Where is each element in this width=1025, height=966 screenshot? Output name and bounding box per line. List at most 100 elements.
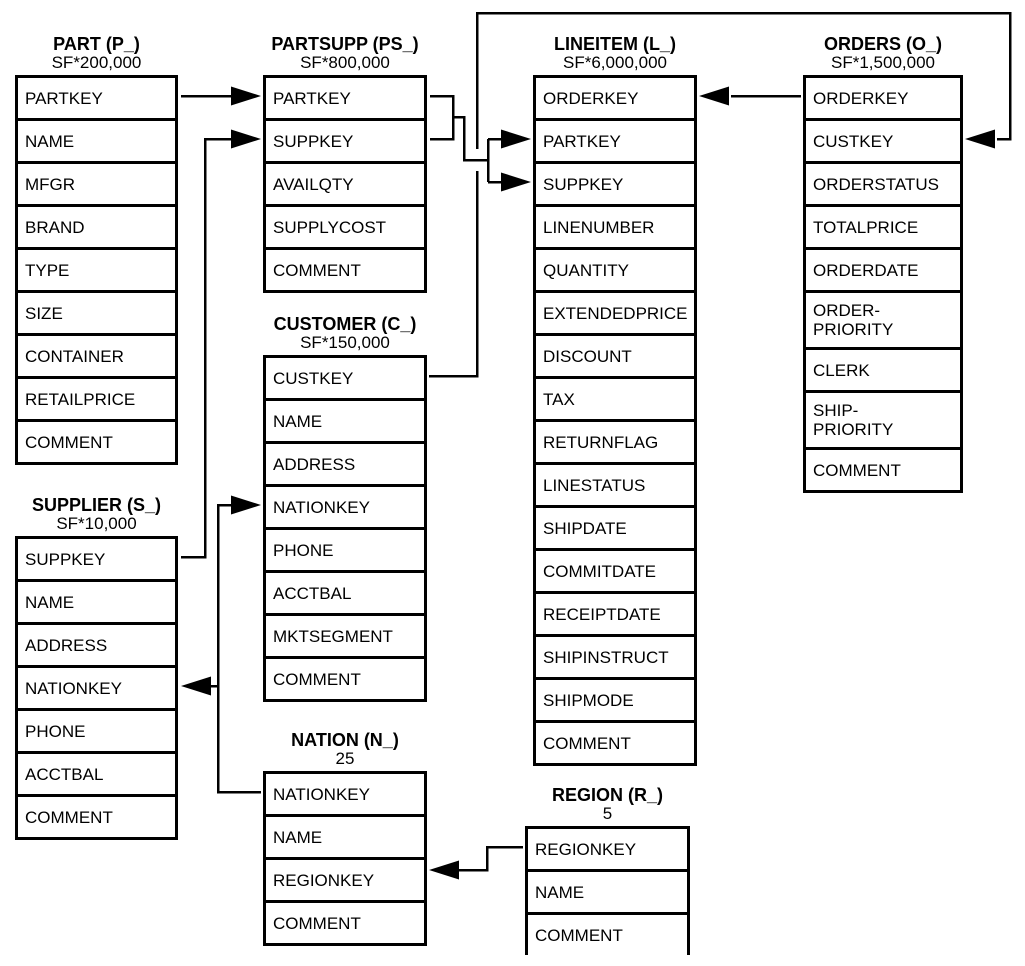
field-label: SUPPKEY xyxy=(273,131,354,151)
field-label: TOTALPRICE xyxy=(813,217,919,237)
table-title: CUSTOMER (C_) xyxy=(273,314,417,334)
field-label: QUANTITY xyxy=(543,260,629,280)
field-label: NAME xyxy=(25,592,75,612)
table-cardinality: SF*150,000 xyxy=(300,333,390,352)
field-row: TOTALPRICE xyxy=(806,204,960,247)
field-label: ADDRESS xyxy=(273,454,356,474)
field-row: NAME xyxy=(18,579,175,622)
field-row: PHONE xyxy=(266,527,424,570)
field-row: RETAILPRICE xyxy=(18,376,175,419)
field-row: COMMENT xyxy=(266,247,424,290)
table-cardinality: SF*800,000 xyxy=(300,53,390,72)
field-label: MKTSEGMENT xyxy=(273,626,393,646)
field-row: ADDRESS xyxy=(18,622,175,665)
field-row: NAME xyxy=(528,869,687,912)
table-cardinality: 25 xyxy=(335,749,355,768)
field-label: SUPPKEY xyxy=(543,174,624,194)
field-row: COMMITDATE xyxy=(536,548,694,591)
field-row: ACCTBAL xyxy=(266,570,424,613)
fk-orders-orderkey-to-lineitem xyxy=(699,86,801,106)
field-row: COMMENT xyxy=(18,794,175,837)
field-row: ORDERKEY xyxy=(806,78,960,118)
field-row: DISCOUNT xyxy=(536,333,694,376)
field-row: CLERK xyxy=(806,347,960,390)
field-label: PARTKEY xyxy=(25,88,103,108)
field-row: RETURNFLAG xyxy=(536,419,694,462)
field-row: ACCTBAL xyxy=(18,751,175,794)
field-row: SIZE xyxy=(18,290,175,333)
field-label: CUSTKEY xyxy=(273,368,354,388)
field-row: TYPE xyxy=(18,247,175,290)
field-row: ORDERKEY xyxy=(536,78,694,118)
field-label: RETAILPRICE xyxy=(25,389,136,409)
table-title: PARTSUPP (PS_) xyxy=(271,34,419,54)
field-label: COMMENT xyxy=(273,913,361,933)
field-row: SHIPDATE xyxy=(536,505,694,548)
field-label: COMMENT xyxy=(273,260,361,280)
field-row: SUPPLYCOST xyxy=(266,204,424,247)
field-row: SHIPMODE xyxy=(536,677,694,720)
field-label: CONTAINER xyxy=(25,346,124,366)
arrowhead-icon xyxy=(699,86,729,106)
field-row: ORDERDATE xyxy=(806,247,960,290)
field-row: ADDRESS xyxy=(266,441,424,484)
field-label: ORDERDATE xyxy=(813,260,919,280)
field-label: PHONE xyxy=(273,540,334,560)
field-label: CLERK xyxy=(813,360,870,380)
table-title: SUPPLIER (S_) xyxy=(31,495,162,515)
field-row: COMMENT xyxy=(528,912,687,955)
field-row: EXTENDEDPRICE xyxy=(536,290,694,333)
field-label: ORDERSTATUS xyxy=(813,174,939,194)
field-label: SHIPINSTRUCT xyxy=(543,647,669,667)
fk-partsupp-to-lineitem xyxy=(430,94,531,192)
field-label: COMMITDATE xyxy=(543,561,657,581)
field-row: PARTKEY xyxy=(266,78,424,118)
field-label: NATIONKEY xyxy=(273,784,370,804)
field-label: COMMENT xyxy=(25,807,113,827)
field-label: NAME xyxy=(273,827,323,847)
table-title: ORDERS (O_) xyxy=(823,34,942,54)
field-label: LINENUMBER xyxy=(543,217,655,237)
field-row: COMMENT xyxy=(266,900,424,943)
table-cardinality: SF*10,000 xyxy=(56,514,137,533)
field-row: ORDERSTATUS xyxy=(806,161,960,204)
field-row: TAX xyxy=(536,376,694,419)
field-row: PARTKEY xyxy=(18,78,175,118)
field-label: SIZE xyxy=(25,303,63,323)
field-row: NATIONKEY xyxy=(266,774,424,814)
field-row: COMMENT xyxy=(806,447,960,490)
field-row: NAME xyxy=(18,118,175,161)
field-label: NAME xyxy=(25,131,75,151)
field-label: RETURNFLAG xyxy=(543,432,659,452)
field-label: SUPPKEY xyxy=(25,549,106,569)
field-label: LINESTATUS xyxy=(543,475,646,495)
arrowhead-icon xyxy=(429,860,459,880)
field-label: COMMENT xyxy=(543,733,631,753)
table-cardinality: SF*1,500,000 xyxy=(831,53,935,72)
table-box: NATIONKEY NAME REGIONKEY COMMENT xyxy=(263,771,427,946)
table-title: LINEITEM (L_) xyxy=(554,34,676,54)
field-row: CUSTKEY xyxy=(806,118,960,161)
field-label: MFGR xyxy=(25,174,76,194)
field-label: REGIONKEY xyxy=(273,870,375,890)
table-title: REGION (R_) xyxy=(551,785,663,805)
field-row: SHIPINSTRUCT xyxy=(536,634,694,677)
arrowhead-icon xyxy=(231,86,261,106)
table-title: PART (P_) xyxy=(53,34,140,54)
field-label: ACCTBAL xyxy=(273,583,352,603)
field-row: SUPPKEY xyxy=(18,539,175,579)
field-row: SHIP- PRIORITY xyxy=(806,390,960,447)
field-row: COMMENT xyxy=(536,720,694,763)
arrowhead-icon xyxy=(181,676,211,696)
table-cardinality: 5 xyxy=(602,804,613,823)
field-row: PARTKEY xyxy=(536,118,694,161)
field-label: TAX xyxy=(543,389,575,409)
field-row: REGIONKEY xyxy=(266,857,424,900)
fk-region-regionkey-to-nation xyxy=(429,845,523,880)
